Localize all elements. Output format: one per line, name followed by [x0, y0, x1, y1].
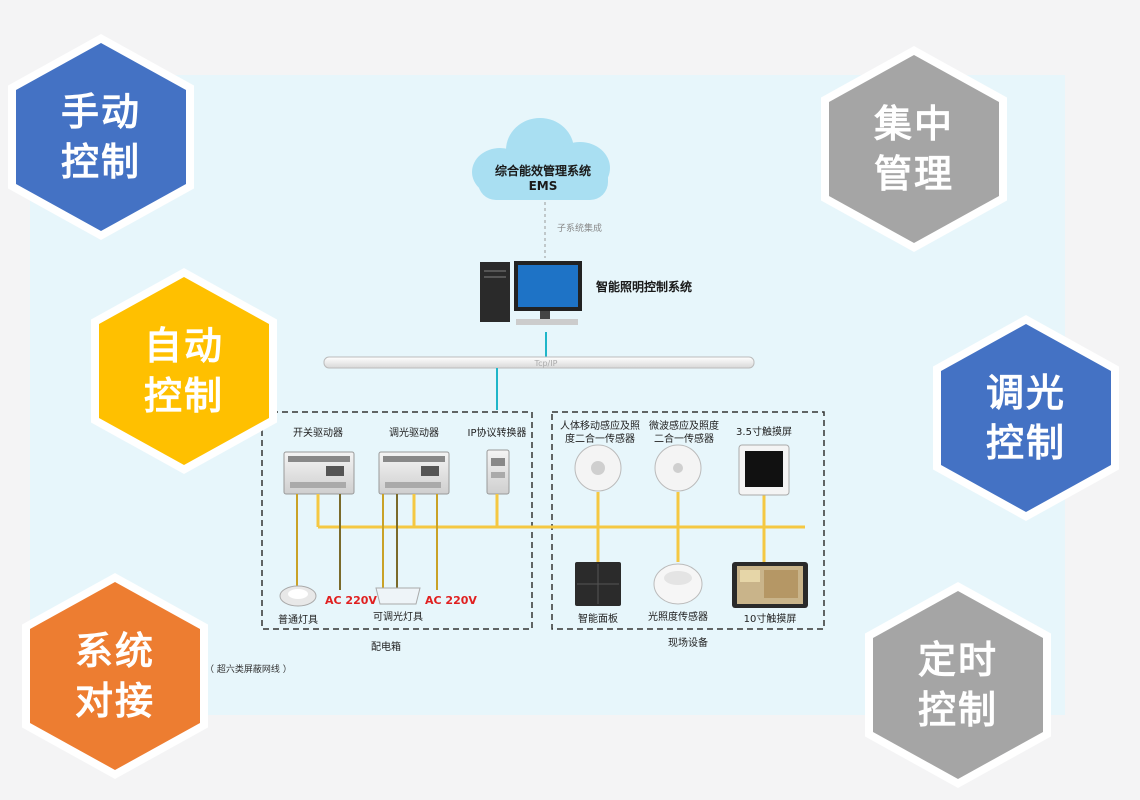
touch-35-label: 3.5寸触摸屏	[736, 425, 792, 438]
pir-sensor-label-1: 人体移动感应及照	[560, 419, 640, 432]
system-integration-fill: 系统 对接	[30, 582, 200, 770]
touch-10-icon	[732, 562, 808, 608]
central-management-line2: 管理	[873, 152, 954, 196]
auto-control-fill: 自动 控制	[99, 277, 269, 465]
system-integration-line1: 系统	[74, 629, 155, 673]
central-management-badge: 集中 管理	[821, 46, 1007, 252]
smart-panel-label: 智能面板	[578, 612, 618, 625]
field-devices-frame	[551, 411, 825, 630]
ac-label-1: AC 220V	[325, 594, 377, 607]
dimming-driver-device	[378, 451, 450, 495]
manual-control-fill: 手动 控制	[16, 43, 186, 231]
normal-light-label: 普通灯具	[278, 613, 318, 626]
dimmable-light-label: 可调光灯具	[373, 610, 423, 623]
ems-title: 综合能效管理系统	[495, 163, 591, 178]
manual-control-line2: 控制	[60, 140, 141, 184]
central-management-fill: 集中 管理	[829, 55, 999, 243]
manual-control-badge: 手动 控制	[8, 34, 194, 240]
microwave-sensor-label-1: 微波感应及照度	[649, 419, 719, 432]
pir-sensor-label-2: 度二合一传感器	[565, 432, 635, 445]
ems-cloud	[472, 118, 610, 200]
normal-light-icon	[279, 585, 317, 607]
smart-panel-icon	[575, 562, 621, 606]
dimmable-light-icon	[375, 587, 421, 605]
microwave-sensor-icon	[654, 444, 702, 492]
computer-icon	[480, 261, 582, 325]
central-management-line1: 集中	[873, 102, 954, 146]
control-system-label: 智能照明控制系统	[595, 279, 692, 294]
timer-control-line1: 定时	[917, 638, 998, 682]
switch-driver-label: 开关驱动器	[293, 426, 343, 439]
dimming-driver-label: 调光驱动器	[389, 426, 439, 439]
manual-control-line1: 手动	[60, 90, 141, 134]
tcpip-label: Tcp/IP	[534, 359, 558, 368]
auto-control-line1: 自动	[143, 324, 224, 368]
timer-control-fill: 定时 控制	[873, 591, 1043, 779]
pir-sensor-icon	[574, 444, 622, 492]
switch-driver-device	[283, 451, 355, 495]
distribution-box-frame	[261, 411, 533, 630]
lux-sensor-label: 光照度传感器	[648, 610, 708, 623]
tcpip-bus	[323, 356, 755, 369]
cable-note: （ 超六类屏蔽网线 ）	[205, 663, 292, 675]
subsystem-label: 子系统集成	[557, 222, 602, 234]
auto-control-badge: 自动 控制	[91, 268, 277, 474]
dimming-control-line2: 控制	[985, 421, 1066, 465]
touch-35-icon	[738, 444, 790, 496]
ip-converter-device	[486, 449, 510, 495]
dimming-control-fill: 调光 控制	[941, 324, 1111, 512]
ems-abbr: EMS	[529, 179, 558, 193]
lux-sensor-icon	[653, 563, 703, 605]
ip-converter-label: IP协议转换器	[468, 426, 527, 439]
timer-control-line2: 控制	[917, 688, 998, 732]
distribution-box-caption: 配电箱	[371, 640, 401, 653]
ac-label-2: AC 220V	[425, 594, 477, 607]
auto-control-line2: 控制	[143, 374, 224, 418]
field-devices-caption: 现场设备	[668, 636, 708, 649]
dimming-control-badge: 调光 控制	[933, 315, 1119, 521]
system-integration-line2: 对接	[74, 679, 155, 723]
dimming-control-line1: 调光	[985, 371, 1066, 415]
touch-10-label: 10寸触摸屏	[744, 612, 797, 625]
microwave-sensor-label-2: 二合一传感器	[654, 432, 714, 445]
